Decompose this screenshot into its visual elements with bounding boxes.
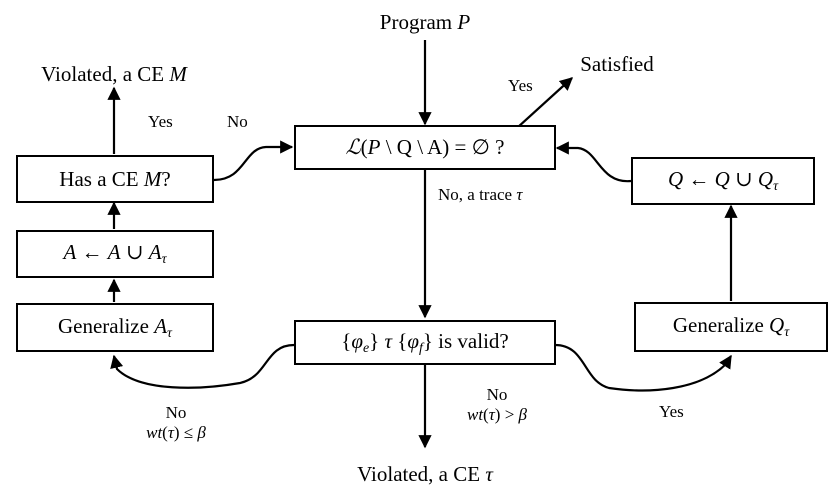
edge-label-yes-right: Yes bbox=[659, 402, 684, 421]
edge-label-yes-satisfied: Yes bbox=[508, 76, 533, 95]
edge-label-no-weight-le: No wt(τ) ≤ β bbox=[146, 403, 206, 444]
node-hoare-check-label: {φe} τ {φf} is valid? bbox=[341, 328, 509, 355]
terminal-input-program: Program P bbox=[379, 10, 471, 34]
node-generalize-q-label: Generalize Qτ bbox=[672, 313, 790, 340]
edge-label-yes-left: Yes bbox=[148, 112, 173, 131]
edge-label-no-left: No bbox=[227, 112, 248, 131]
node-language-check-label: ℒ(P \ Q \ A) = ∅ ? bbox=[345, 135, 505, 160]
edge-label-no-weight-le-line2: wt(τ) ≤ β bbox=[146, 423, 206, 443]
node-a-update-label: A ← A ∪ Aτ bbox=[63, 240, 167, 267]
node-has-ce[interactable]: Has a CE M? bbox=[16, 155, 214, 203]
edge-hasce-to-langcheck bbox=[213, 140, 294, 182]
edge-label-no-weight-le-line1: No bbox=[165, 403, 187, 422]
edge-qupdate-to-langcheck bbox=[555, 141, 632, 183]
node-has-ce-label: Has a CE M? bbox=[59, 166, 171, 191]
node-hoare-check[interactable]: {φe} τ {φf} is valid? bbox=[294, 320, 556, 365]
terminal-satisfied: Satisfied bbox=[580, 52, 654, 76]
node-generalize-a[interactable]: Generalize Aτ bbox=[16, 303, 214, 352]
node-q-update-label: Q ← Q ∪ Qτ bbox=[667, 167, 779, 194]
node-generalize-q[interactable]: Generalize Qτ bbox=[634, 302, 828, 352]
edge-label-no-weight-gt: No wt(τ) > β bbox=[467, 385, 527, 426]
node-a-update[interactable]: A ← A ∪ Aτ bbox=[16, 230, 214, 278]
node-language-check[interactable]: ℒ(P \ Q \ A) = ∅ ? bbox=[294, 125, 556, 170]
terminal-violated-tau: Violated, a CE τ bbox=[357, 462, 493, 486]
node-q-update[interactable]: Q ← Q ∪ Qτ bbox=[631, 157, 815, 205]
edge-label-no-weight-gt-line1: No bbox=[486, 385, 508, 404]
terminal-violated-m: Violated, a CE M bbox=[41, 62, 187, 86]
edge-label-no-trace: No, a trace τ bbox=[438, 185, 523, 204]
edge-label-no-weight-gt-line2: wt(τ) > β bbox=[466, 405, 528, 425]
node-generalize-a-label: Generalize Aτ bbox=[58, 313, 172, 340]
